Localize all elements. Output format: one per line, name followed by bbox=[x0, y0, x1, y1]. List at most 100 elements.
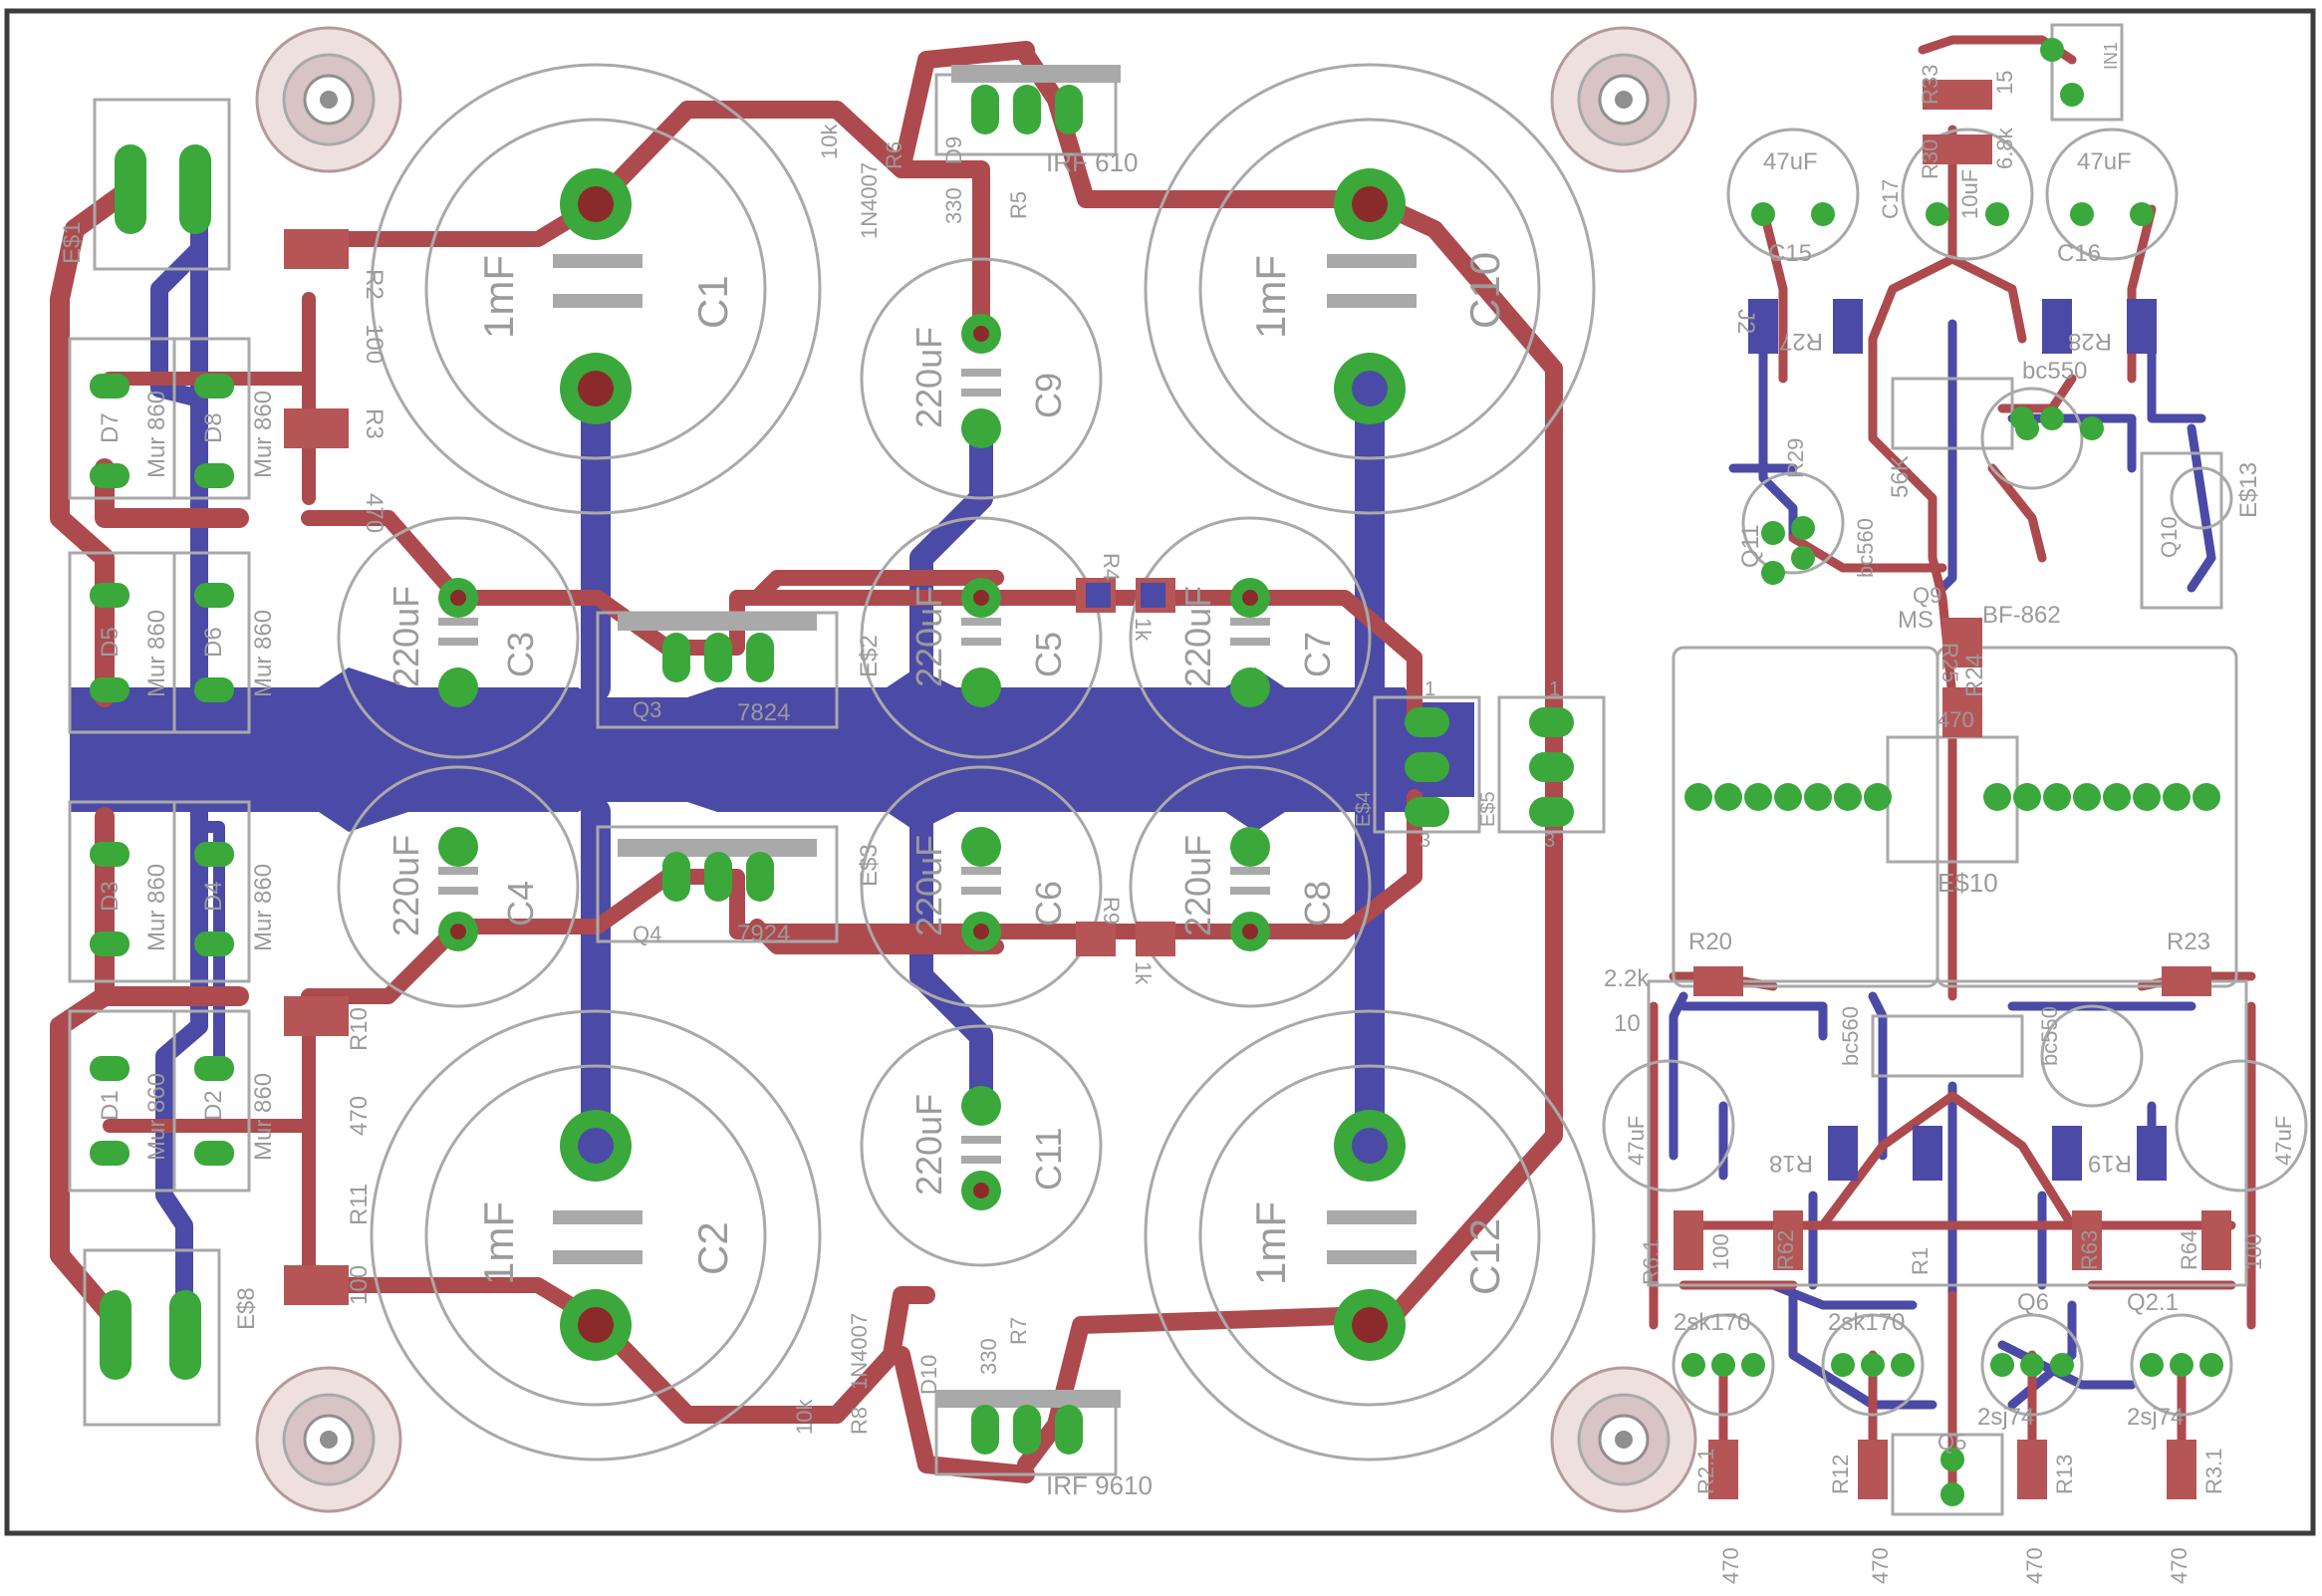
label-q4-value: 7924 bbox=[737, 921, 790, 947]
label-r18: R18 bbox=[1769, 1150, 1813, 1177]
label-c47-left: 47uF bbox=[1624, 1116, 1649, 1166]
label-r12: R12 bbox=[1828, 1455, 1853, 1494]
label-r6-value: 10k bbox=[817, 124, 842, 159]
label-c12: C12 bbox=[1461, 1218, 1508, 1295]
label-pin-1a: 1 bbox=[1424, 678, 1435, 700]
label-irf610: IRF 610 bbox=[1046, 147, 1139, 177]
label-pin-3b: 3 bbox=[1544, 830, 1555, 852]
label-c4-value: 220uF bbox=[386, 835, 426, 936]
label-r30: R30 bbox=[1918, 139, 1942, 179]
label-c11: C11 bbox=[1028, 1128, 1069, 1191]
label-r5-value: 330 bbox=[941, 187, 966, 224]
label-r12-value: 470 bbox=[1868, 1547, 1893, 1584]
label-q6: Q6 bbox=[2017, 1289, 2049, 1316]
label-r8-value: 10k bbox=[792, 1399, 817, 1435]
label-es1: E$1 bbox=[59, 221, 86, 264]
label-mur-d4: Mur 860 bbox=[250, 864, 277, 951]
label-r24-value: 470 bbox=[1937, 707, 1974, 732]
label-mur-d6: Mur 860 bbox=[250, 610, 277, 697]
label-c16-value: 47uF bbox=[2077, 148, 2132, 175]
label-mur-d8: Mur 860 bbox=[250, 391, 277, 478]
label-r10-value: 470 bbox=[346, 1096, 373, 1136]
label-r63: R63 bbox=[2077, 1230, 2102, 1270]
label-r11: R11 bbox=[346, 1184, 373, 1225]
mount-hole-bottom-left bbox=[255, 1366, 402, 1513]
label-r61-value: 100 bbox=[1708, 1233, 1733, 1270]
label-d6: D6 bbox=[200, 627, 227, 658]
label-r1: R1 bbox=[1908, 1247, 1933, 1275]
label-r10: R10 bbox=[346, 1007, 373, 1051]
label-c6-value: 220uF bbox=[908, 835, 949, 936]
label-c2-value: 1mF bbox=[475, 1201, 522, 1285]
label-r6: R6 bbox=[882, 141, 906, 169]
ground-plane bbox=[70, 667, 1474, 832]
label-r31-value: 470 bbox=[2167, 1547, 2192, 1584]
mount-hole-top-right bbox=[1550, 26, 1697, 173]
label-es10: E$10 bbox=[1937, 868, 1998, 898]
label-c15-value: 47uF bbox=[1763, 148, 1818, 175]
pad bbox=[1334, 168, 1406, 240]
label-c3-value: 220uF bbox=[386, 586, 426, 687]
label-es-top: E$13 bbox=[2235, 462, 2262, 518]
label-q11: Q11 bbox=[1737, 524, 1764, 568]
label-r62: R62 bbox=[1773, 1230, 1798, 1270]
label-r64-value: 100 bbox=[2241, 1233, 2266, 1270]
label-d9-value: 1N4007 bbox=[857, 162, 882, 239]
label-d9: D9 bbox=[941, 136, 966, 164]
label-r21: R2.1 bbox=[1693, 1449, 1718, 1494]
label-r3-value: 470 bbox=[361, 493, 387, 533]
label-c1-value: 1mF bbox=[475, 255, 522, 339]
label-es5: E$5 bbox=[1477, 791, 1499, 827]
label-r2: R2 bbox=[361, 269, 387, 300]
label-r23: R23 bbox=[2167, 929, 2210, 955]
label-r24: R24 bbox=[1961, 654, 1988, 697]
silkscreen-layer bbox=[68, 23, 2308, 1516]
label-r11-value: 100 bbox=[346, 1265, 373, 1305]
label-r4: R4 bbox=[1099, 553, 1124, 581]
pad bbox=[560, 168, 632, 240]
pad bbox=[560, 353, 632, 424]
pad bbox=[1334, 1110, 1406, 1182]
label-d5: D5 bbox=[97, 627, 124, 658]
label-2sk170-b: 2sk170 bbox=[1828, 1309, 1905, 1336]
label-mur-d5: Mur 860 bbox=[143, 610, 170, 697]
label-r61: R6.1 bbox=[1639, 1239, 1664, 1285]
label-c7: C7 bbox=[1297, 632, 1338, 677]
label-c10: C10 bbox=[1461, 252, 1508, 329]
label-es3: E$3 bbox=[856, 844, 883, 887]
label-r7-value: 330 bbox=[976, 1338, 1001, 1375]
mount-hole-bottom-right bbox=[1550, 1366, 1697, 1513]
label-r20: R20 bbox=[1688, 929, 1732, 955]
label-d8: D8 bbox=[200, 412, 227, 443]
label-r27: R27 bbox=[1779, 328, 1823, 355]
label-r5: R5 bbox=[1006, 191, 1031, 219]
label-r31: R3.1 bbox=[2201, 1449, 2226, 1494]
label-10: 10 bbox=[1614, 1010, 1641, 1037]
label-r4-value: 1k bbox=[1131, 618, 1156, 642]
label-c17: C17 bbox=[1878, 179, 1903, 219]
label-q4: Q4 bbox=[633, 922, 661, 946]
label-r19: R19 bbox=[2088, 1150, 2132, 1177]
label-r29: R29 bbox=[1783, 438, 1808, 478]
label-2sj74-b: 2sj74 bbox=[2127, 1404, 2184, 1431]
label-q5: Q5 bbox=[1937, 1430, 1966, 1455]
label-bc560: bc560 bbox=[1838, 1006, 1863, 1066]
label-r25: R25 bbox=[1937, 643, 1962, 682]
label-c6: C6 bbox=[1028, 881, 1069, 927]
label-q3-value: 7824 bbox=[737, 699, 790, 726]
label-c8: C8 bbox=[1297, 881, 1338, 927]
label-bc550-top: bc550 bbox=[2022, 358, 2087, 385]
label-q9: Q9 bbox=[1913, 583, 1941, 608]
label-q3: Q3 bbox=[633, 697, 661, 722]
label-c4: C4 bbox=[500, 881, 541, 927]
label-c7-value: 220uF bbox=[1177, 586, 1218, 687]
label-r28: R28 bbox=[2068, 328, 2112, 355]
label-d3: D3 bbox=[97, 881, 124, 912]
label-c1: C1 bbox=[689, 275, 736, 329]
label-d10-value: 1N4007 bbox=[847, 1313, 872, 1390]
label-2sk170-a: 2sk170 bbox=[1674, 1309, 1750, 1336]
label-r30-value: 6.8k bbox=[1992, 127, 2017, 169]
label-pin-1b: 1 bbox=[1549, 678, 1560, 700]
label-mur-d1: Mur 860 bbox=[143, 1073, 170, 1161]
